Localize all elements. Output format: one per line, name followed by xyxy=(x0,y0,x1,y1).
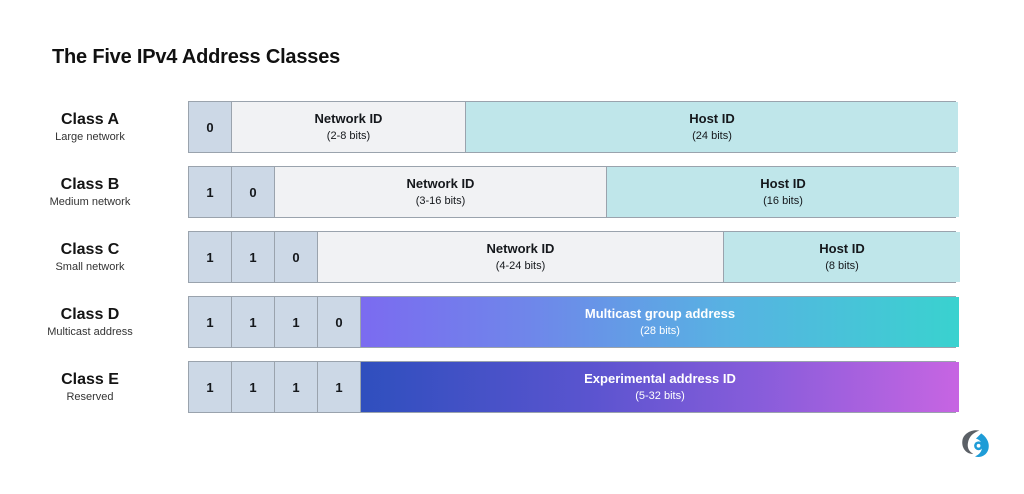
leading-bit-cell: 1 xyxy=(318,362,361,412)
leading-bit-cell: 1 xyxy=(275,362,318,412)
field-bit-count: (3-16 bits) xyxy=(415,194,466,207)
brand-logo-icon xyxy=(962,430,989,457)
leading-bit-cell: 1 xyxy=(232,232,275,282)
address-field-network: Network ID (3-16 bits) xyxy=(275,167,607,217)
leading-bit-cell: 1 xyxy=(189,232,232,282)
page-title: The Five IPv4 Address Classes xyxy=(52,46,341,68)
class-description: Large network xyxy=(55,131,125,143)
address-field-network: Network ID (2-8 bits) xyxy=(232,102,466,152)
field-bit-count: (5-32 bits) xyxy=(635,389,685,402)
address-field-host: Host ID (24 bits) xyxy=(466,102,958,152)
class-label: Class A xyxy=(60,110,120,128)
field-bit-count: (24 bits) xyxy=(692,129,732,142)
field-bit-count: (8 bits) xyxy=(825,259,859,272)
class-label-group: Class C Small network xyxy=(0,240,188,274)
class-description: Reserved xyxy=(66,391,114,403)
field-title: Experimental address ID xyxy=(584,370,736,386)
address-field-network: Network ID (4-24 bits) xyxy=(318,232,724,282)
leading-bit-cell: 1 xyxy=(189,167,232,217)
leading-bit-cell: 1 xyxy=(189,362,232,412)
field-title: Host ID xyxy=(760,175,806,191)
class-label: Class D xyxy=(60,305,120,323)
field-title: Network ID xyxy=(486,240,555,256)
field-bit-count: (4-24 bits) xyxy=(495,259,546,272)
class-label-group: Class B Medium network xyxy=(0,175,188,209)
leading-bit-cell: 1 xyxy=(232,297,275,347)
field-title: Host ID xyxy=(689,110,735,126)
field-title: Network ID xyxy=(314,110,383,126)
leading-bit-cell: 0 xyxy=(232,167,275,217)
address-field-host: Host ID (16 bits) xyxy=(607,167,959,217)
field-title: Host ID xyxy=(819,240,865,256)
leading-bit-cell: 1 xyxy=(275,297,318,347)
field-bit-count: (28 bits) xyxy=(640,324,680,337)
class-label-group: Class A Large network xyxy=(0,110,188,144)
leading-bit-cell: 0 xyxy=(318,297,361,347)
leading-bit-cell: 0 xyxy=(189,102,232,152)
field-bit-count: (2-8 bits) xyxy=(326,129,371,142)
class-description: Medium network xyxy=(49,196,131,208)
field-title: Network ID xyxy=(406,175,475,191)
class-description: Multicast address xyxy=(47,326,133,338)
class-description: Small network xyxy=(55,261,125,273)
class-label: Class B xyxy=(60,175,120,193)
leading-bit-cell: 0 xyxy=(275,232,318,282)
address-field-host: Host ID (8 bits) xyxy=(724,232,960,282)
field-bit-count: (16 bits) xyxy=(763,194,803,207)
leading-bit-cell: 1 xyxy=(189,297,232,347)
class-label-group: Class E Reserved xyxy=(0,370,188,404)
class-label: Class E xyxy=(61,370,119,388)
class-label: Class C xyxy=(60,240,120,258)
field-title: Multicast group address xyxy=(584,305,736,321)
class-label-group: Class D Multicast address xyxy=(0,305,188,339)
address-bar: 0 Network ID (2-8 bits) Host ID (24 bits) xyxy=(188,101,958,153)
address-field-gradient-e: Experimental address ID (5-32 bits) xyxy=(361,362,959,412)
class-row: Class A Large network 0 Network ID (2-8 bits… xyxy=(0,101,1024,153)
leading-bit-cell: 1 xyxy=(232,362,275,412)
address-field-gradient-d: Multicast group address (28 bits) xyxy=(361,297,959,347)
